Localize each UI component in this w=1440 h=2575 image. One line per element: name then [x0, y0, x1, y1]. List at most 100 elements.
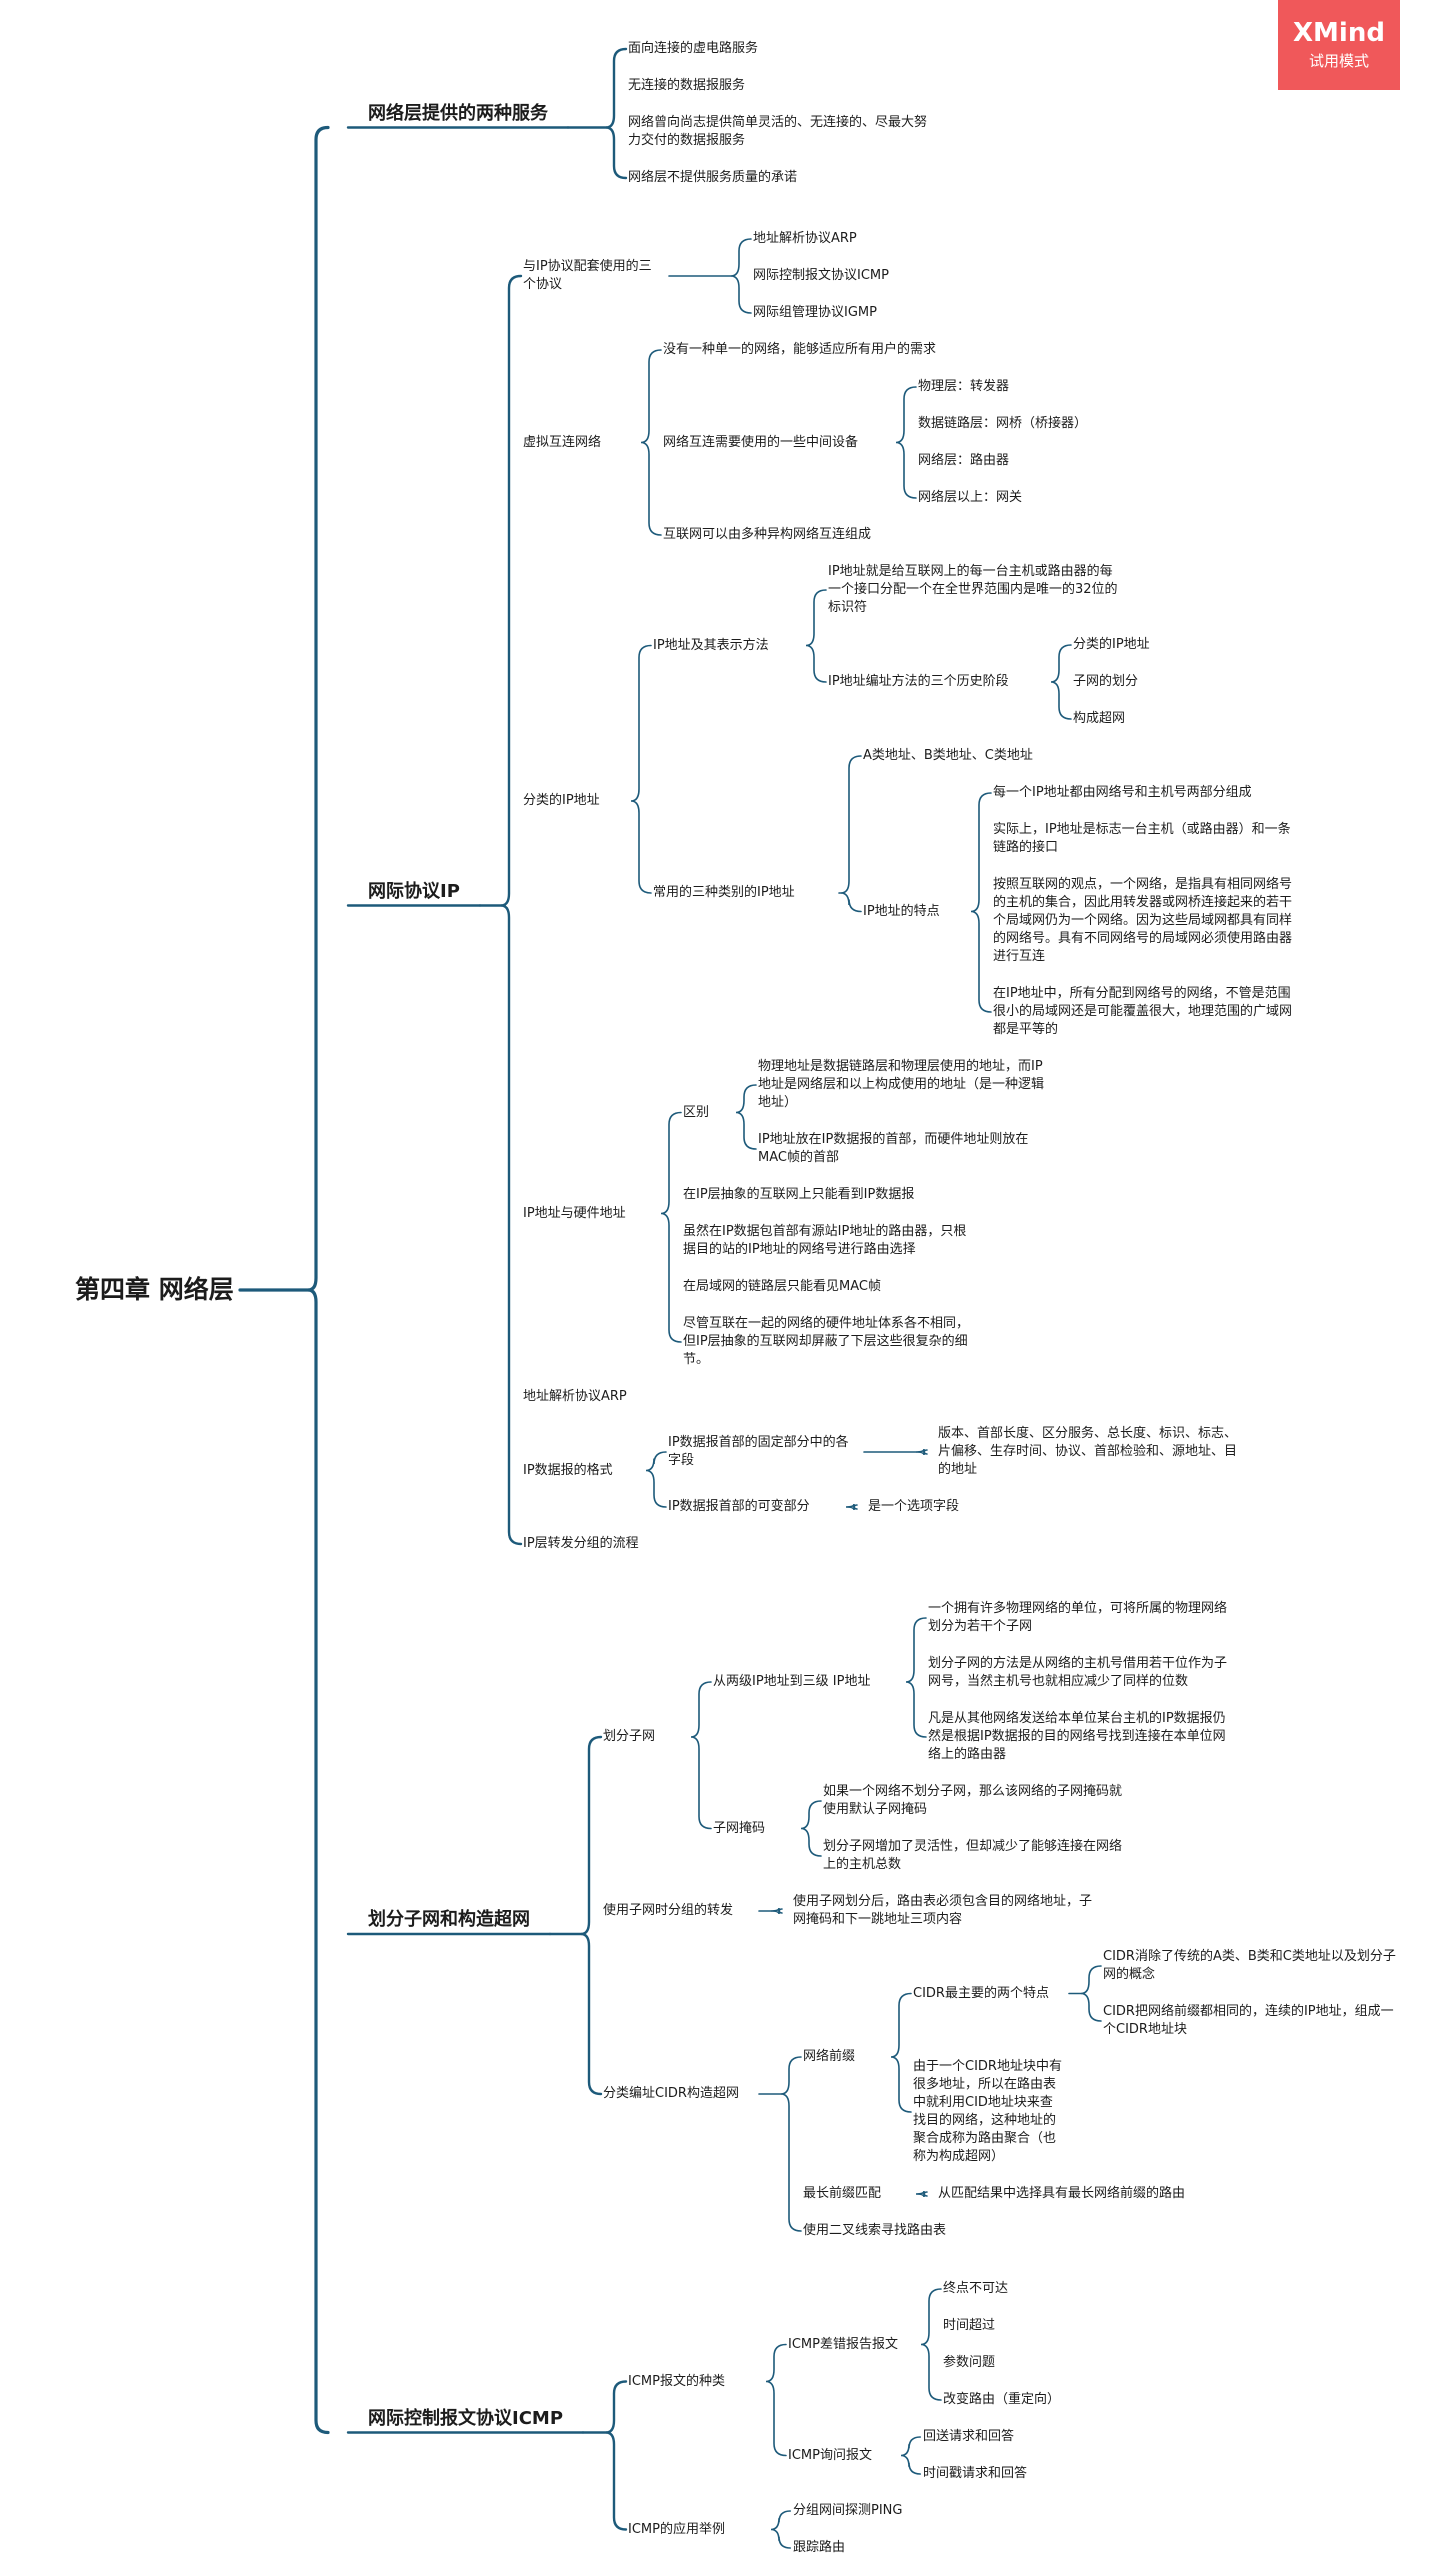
- subtopic[interactable]: IP地址放在IP数据报的首部，而硬件地址则放在MAC帧的首部: [758, 1132, 1029, 1165]
- subtopic[interactable]: 构成超网: [1073, 711, 1126, 726]
- branch-line: [765, 2343, 787, 2457]
- branch-line: [630, 644, 652, 894]
- subtopic[interactable]: 时间戳请求和回答: [923, 2466, 1028, 2481]
- subtopic[interactable]: 常用的三种类别的IP地址: [653, 885, 795, 900]
- subtopic[interactable]: 子网掩码: [713, 1820, 766, 1836]
- subtopic[interactable]: 尽管互联在一起的网络的硬件地址体系各不相同，但IP层抽象的互联网却屏蔽了下层这些…: [683, 1316, 970, 1367]
- subtopic[interactable]: 地址解析协议ARP: [753, 231, 857, 246]
- subtopic[interactable]: 面向连接的虚电路服务: [628, 41, 759, 56]
- central-topic[interactable]: 第四章 网络层: [75, 1275, 234, 1304]
- subtopic[interactable]: 网络层：路由器: [918, 453, 1010, 468]
- subtopic[interactable]: 网际组管理协议IGMP: [753, 305, 877, 320]
- branch-line: [645, 1451, 667, 1508]
- subtopic[interactable]: 分组网间探测PING: [793, 2503, 903, 2518]
- subtopic[interactable]: ICMP报文的种类: [628, 2373, 725, 2389]
- subtopic[interactable]: 跟踪路由: [793, 2540, 846, 2555]
- branch-line: [1080, 1965, 1102, 2022]
- subtopic[interactable]: 虚拟互连网络: [523, 434, 602, 450]
- subtopic[interactable]: IP地址编址方法的三个历史阶段: [828, 674, 1009, 689]
- subtopic[interactable]: IP层转发分组的流程: [523, 1536, 639, 1551]
- subtopic[interactable]: 没有一种单一的网络，能够适应所有用户的需求: [663, 342, 937, 357]
- subtopic[interactable]: 数据链路层：网桥（桥接器）: [918, 416, 1088, 431]
- subtopic[interactable]: 网络互连需要使用的一些中间设备: [663, 434, 859, 450]
- subtopic[interactable]: 在局域网的链路层只能看见MAC帧: [683, 1279, 881, 1294]
- branch-line: [605, 2380, 628, 2531]
- subtopic[interactable]: CIDR最主要的两个特点: [913, 1985, 1049, 2001]
- branch-line: [915, 1448, 928, 1456]
- subtopic[interactable]: 物理地址是数据链路层和物理层使用的地址，而IP地址是网络层和以上构成使用的地址（…: [758, 1059, 1045, 1110]
- subtopic[interactable]: IP数据报首部的可变部分: [668, 1499, 810, 1514]
- branch-line: [500, 274, 523, 1546]
- subtopic[interactable]: A类地址、B类地址、C类地址: [863, 748, 1033, 763]
- subtopic[interactable]: ICMP差错报告报文: [788, 2336, 898, 2352]
- subtopic[interactable]: 划分子网: [603, 1729, 656, 1744]
- subtopic[interactable]: 从两级IP地址到三级 IP地址: [713, 1674, 871, 1689]
- subtopic[interactable]: 凡是从其他网络发送给本单位某台主机的IP数据报仍然是根据IP数据报的目的网络号找…: [928, 1711, 1226, 1762]
- branch-line: [660, 1111, 682, 1343]
- subtopic[interactable]: 网络层以上：网关: [918, 490, 1023, 505]
- subtopic[interactable]: 版本、首部长度、区分服务、总长度、标识、标志、片偏移、生存时间、协议、首部检验和…: [938, 1426, 1238, 1477]
- subtopic[interactable]: 互联网可以由多种异构网络互连组成: [663, 527, 872, 542]
- subtopic[interactable]: 子网的划分: [1073, 674, 1139, 689]
- xmind-trial-badge[interactable]: XMind 试用模式: [1278, 0, 1400, 90]
- subtopic[interactable]: IP地址就是给互联网上的每一台主机或路由器的每一个接口分配一个在全世界范围内是唯…: [828, 564, 1118, 615]
- subtopic[interactable]: 分类的IP地址: [523, 793, 600, 808]
- subtopic[interactable]: 网际控制报文协议ICMP: [753, 268, 889, 283]
- subtopic[interactable]: 划分子网的方法是从网络的主机号借用若干位作为子网号，当然主机号也就相应减少了同样…: [928, 1656, 1228, 1689]
- subtopic[interactable]: 改变路由（重定向）: [943, 2392, 1061, 2407]
- branch-line: [730, 238, 752, 314]
- main-topic[interactable]: 网际控制报文协议ICMP: [368, 2407, 564, 2429]
- subtopic[interactable]: ICMP的应用举例: [628, 2521, 725, 2537]
- subtopic[interactable]: IP地址与硬件地址: [523, 1205, 626, 1221]
- subtopic[interactable]: 无连接的数据报服务: [628, 78, 746, 93]
- subtopic[interactable]: 如果一个网络不划分子网，那么该网络的子网掩码就使用默认子网掩码: [823, 1784, 1123, 1817]
- branch-line: [307, 125, 330, 2435]
- subtopic[interactable]: IP数据报的格式: [523, 1462, 613, 1478]
- branch-line: [605, 47, 628, 180]
- subtopic[interactable]: 区别: [683, 1104, 710, 1120]
- branch-line: [840, 755, 862, 913]
- main-topic[interactable]: 网络层提供的两种服务: [368, 102, 548, 124]
- subtopic[interactable]: 分类的IP地址: [1073, 637, 1150, 652]
- subtopic[interactable]: 分类编址CIDR构造超网: [603, 2086, 739, 2101]
- subtopic[interactable]: 网络曾向尚志提供简单灵活的、无连接的、尽最大努力交付的数据报服务: [628, 115, 928, 148]
- subtopic[interactable]: 最长前缀匹配: [803, 2186, 882, 2201]
- subtopic[interactable]: 使用二叉线索寻找路由表: [803, 2223, 947, 2238]
- subtopic[interactable]: 终点不可达: [943, 2281, 1009, 2296]
- subtopic[interactable]: 使用子网划分后，路由表必须包含目的网络地址，子网掩码和下一跳地址三项内容: [793, 1894, 1093, 1927]
- subtopic[interactable]: 回送请求和回答: [923, 2429, 1015, 2444]
- subtopic[interactable]: 使用子网时分组的转发: [603, 1903, 734, 1918]
- subtopic[interactable]: 是一个选项字段: [868, 1499, 960, 1514]
- subtopic[interactable]: 网络前缀: [803, 2049, 856, 2064]
- subtopic[interactable]: IP地址的特点: [863, 903, 940, 919]
- main-topic[interactable]: 划分子网和构造超网: [368, 1909, 530, 1930]
- subtopic[interactable]: 实际上，IP地址是标志一台主机（或路由器）和一条链路的接口: [993, 822, 1291, 855]
- subtopic[interactable]: CIDR消除了传统的A类、B类和C类地址以及划分子网的概念: [1103, 1949, 1396, 1982]
- subtopic[interactable]: IP地址及其表示方法: [653, 637, 769, 653]
- subtopic[interactable]: 一个拥有许多物理网络的单位，可将所属的物理网络划分为若干个子网: [928, 1601, 1228, 1634]
- subtopic[interactable]: ICMP询问报文: [788, 2447, 872, 2463]
- subtopic[interactable]: 地址解析协议ARP: [523, 1389, 627, 1404]
- xmind-logo: XMind: [1293, 18, 1385, 48]
- subtopic[interactable]: 从匹配结果中选择具有最长网络前缀的路由: [938, 2186, 1186, 2201]
- subtopic[interactable]: 时间超过: [943, 2318, 996, 2333]
- subtopic[interactable]: 虽然在IP数据包首部有源站IP地址的路由器，只根据目的站的IP地址的网络号进行路…: [683, 1224, 967, 1257]
- subtopic[interactable]: 网络层不提供服务质量的承诺: [628, 170, 798, 185]
- subtopic[interactable]: 在IP层抽象的互联网上只能看到IP数据报: [683, 1187, 915, 1202]
- main-topic[interactable]: 网际协议IP: [368, 880, 460, 902]
- branch-line: [580, 1735, 603, 2096]
- subtopic[interactable]: 物理层：转发器: [918, 379, 1010, 394]
- subtopic[interactable]: 参数问题: [943, 2355, 996, 2370]
- subtopic[interactable]: 由于一个CIDR地址块中有很多地址，所以在路由表中就利用CID地址块来查找目的网…: [913, 2059, 1062, 2164]
- subtopic[interactable]: IP数据报首部的固定部分中的各字段: [668, 1435, 849, 1468]
- trial-mode-label: 试用模式: [1308, 52, 1369, 70]
- subtopic[interactable]: 与IP协议配套使用的三个协议: [523, 259, 652, 292]
- subtopic[interactable]: 按照互联网的观点，一个网络，是指具有相同网络号的主机的集合，因此用转发器或网桥连…: [993, 877, 1293, 964]
- subtopic[interactable]: CIDR把网络前缀都相同的，连续的IP地址，组成一个CIDR地址块: [1103, 2004, 1394, 2037]
- branch-line: [780, 2056, 802, 2232]
- subtopic[interactable]: 划分子网增加了灵活性，但却减少了能够连接在网络上的主机总数: [823, 1839, 1123, 1872]
- subtopic[interactable]: 每一个IP地址都由网络号和主机号两部分组成: [993, 785, 1252, 800]
- branch-line: [770, 1907, 783, 1915]
- subtopic[interactable]: 在IP地址中，所有分配到网络号的网络，不管是范围很小的局域网还是可能覆盖很大，地…: [993, 986, 1293, 1037]
